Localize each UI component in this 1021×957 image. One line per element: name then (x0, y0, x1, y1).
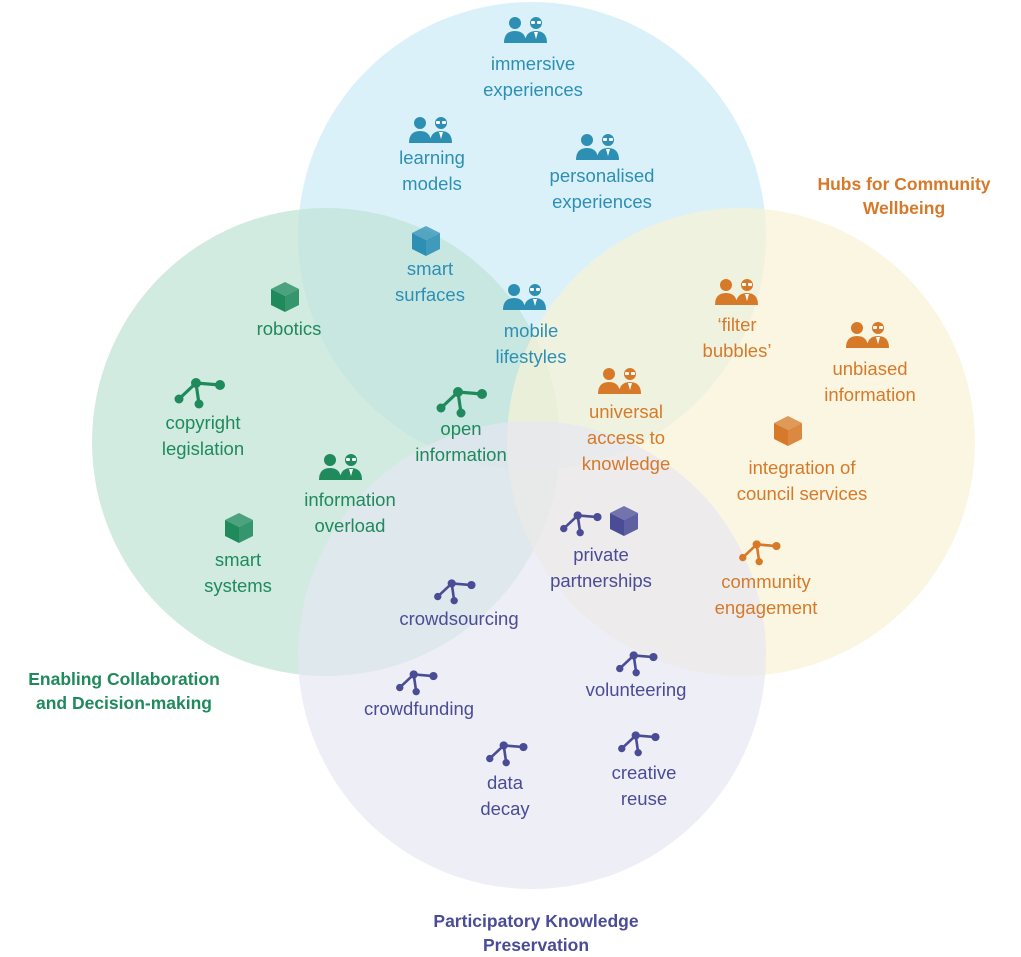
cube-icon (412, 226, 440, 256)
label-open-information: open information (415, 418, 507, 465)
network-icon (616, 651, 658, 677)
label-data-decay: data decay (480, 772, 530, 819)
people-icon (846, 322, 889, 348)
label-creative-reuse: creative reuse (611, 762, 677, 809)
people-icon (504, 17, 547, 43)
network-icon (560, 511, 602, 537)
label-community-engagement: community engagement (714, 571, 818, 618)
network-icon (174, 378, 225, 409)
people-icon (409, 117, 452, 143)
label-learning-models: learning models (399, 147, 465, 194)
people-icon (576, 134, 619, 160)
label-private-partnerships: private partnerships (550, 544, 652, 591)
group-title-collaboration: Enabling Collaboration and Decision-maki… (28, 669, 220, 713)
group-title-preservation: Participatory Knowledge Preservation (433, 911, 639, 955)
people-icon (319, 454, 362, 480)
people-icon (503, 284, 546, 310)
label-crowdfunding: crowdfunding (363, 698, 475, 719)
label-smart-systems: smart systems (204, 549, 272, 596)
network-icon (396, 670, 438, 696)
network-icon (486, 741, 528, 767)
label-information-overload: information overload (304, 489, 396, 536)
people-icon (598, 368, 641, 394)
label-immersive-experiences: immersive experiences (483, 53, 583, 100)
label-volunteering: volunteering (585, 679, 687, 700)
label-robotics: robotics (256, 318, 322, 339)
label-copyright-legislation: copyright legislation (161, 412, 245, 459)
circle-bottom (298, 421, 766, 889)
cube-icon (610, 506, 638, 536)
people-icon (715, 279, 758, 305)
group-title-hubs: Hubs for Community Wellbeing (817, 174, 991, 218)
cube-icon (774, 416, 802, 446)
network-icon (618, 731, 660, 757)
label-mobile-lifestyles: mobile lifestyles (495, 320, 567, 367)
cube-icon (225, 513, 253, 543)
cube-icon (271, 282, 299, 312)
label-integration-council: integration of council services (736, 457, 868, 504)
label-universal-access: universal access to knowledge (581, 401, 671, 474)
label-personalised-experiences: personalised experiences (549, 165, 655, 212)
network-icon (739, 540, 781, 566)
label-unbiased-information: unbiased information (824, 358, 916, 405)
network-icon (436, 387, 487, 418)
label-smart-surfaces: smart surfaces (395, 258, 465, 305)
label-crowdsourcing: crowdsourcing (399, 608, 519, 629)
network-icon (434, 579, 476, 605)
label-filter-bubbles: ‘filter bubbles’ (702, 314, 772, 361)
